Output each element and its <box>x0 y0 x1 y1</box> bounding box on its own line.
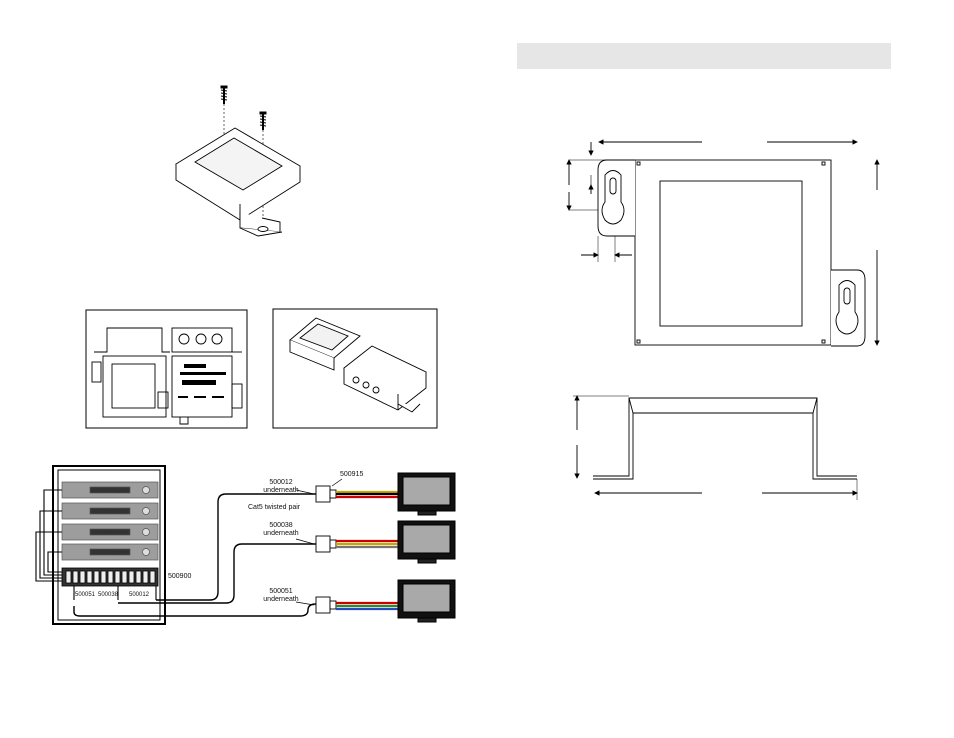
receiver-part-label: 500051 <box>269 588 293 595</box>
cable-label: Cat5 twisted pair <box>248 504 301 511</box>
right-page <box>477 0 954 738</box>
hub-port-label: 500051 <box>75 592 96 598</box>
bracket-plan-view <box>597 159 866 347</box>
receiver-part-label: 500012 <box>269 479 293 486</box>
rack-unit-label: Cable Box <box>100 530 124 536</box>
receiver-icon <box>315 485 337 614</box>
receiver-note-label: underneath <box>263 596 299 603</box>
adapter-label: 500915 <box>340 471 364 478</box>
mounting-bracket-icon <box>175 127 301 237</box>
section-header-band <box>517 43 891 69</box>
dimension-lines <box>566 139 880 346</box>
installation-illustrations <box>35 85 456 625</box>
device-label-text <box>178 364 226 398</box>
left-page: DVD Player DVD Player Cable Box CD Playe… <box>35 85 456 625</box>
receiver-part-label: 500038 <box>269 522 293 529</box>
tv-icon <box>397 472 456 623</box>
keyhole-slot-icon <box>601 170 859 335</box>
internal-cables <box>35 489 157 600</box>
av-leads <box>336 490 398 611</box>
bracket-top-view <box>91 327 243 425</box>
rack-unit-label: DVD Player <box>100 488 127 494</box>
receiver-note-label: underneath <box>263 530 299 537</box>
hub-label: 500900 <box>168 573 192 580</box>
hub-port-label: 500012 <box>129 592 150 598</box>
dimension-lines <box>573 395 858 500</box>
rack-unit-label: DVD Player <box>100 509 127 515</box>
hub-port-label: 500038 <box>98 592 119 598</box>
bracket-side-view <box>593 397 857 480</box>
receiver-note-label: underneath <box>263 487 299 494</box>
cat5-cables <box>73 493 317 617</box>
hub-500900 <box>61 567 159 587</box>
rack-units <box>61 481 159 561</box>
rack-unit-label: CD Player <box>100 550 123 556</box>
dimension-drawings <box>566 139 880 500</box>
bracket-with-device-3d <box>289 317 427 413</box>
